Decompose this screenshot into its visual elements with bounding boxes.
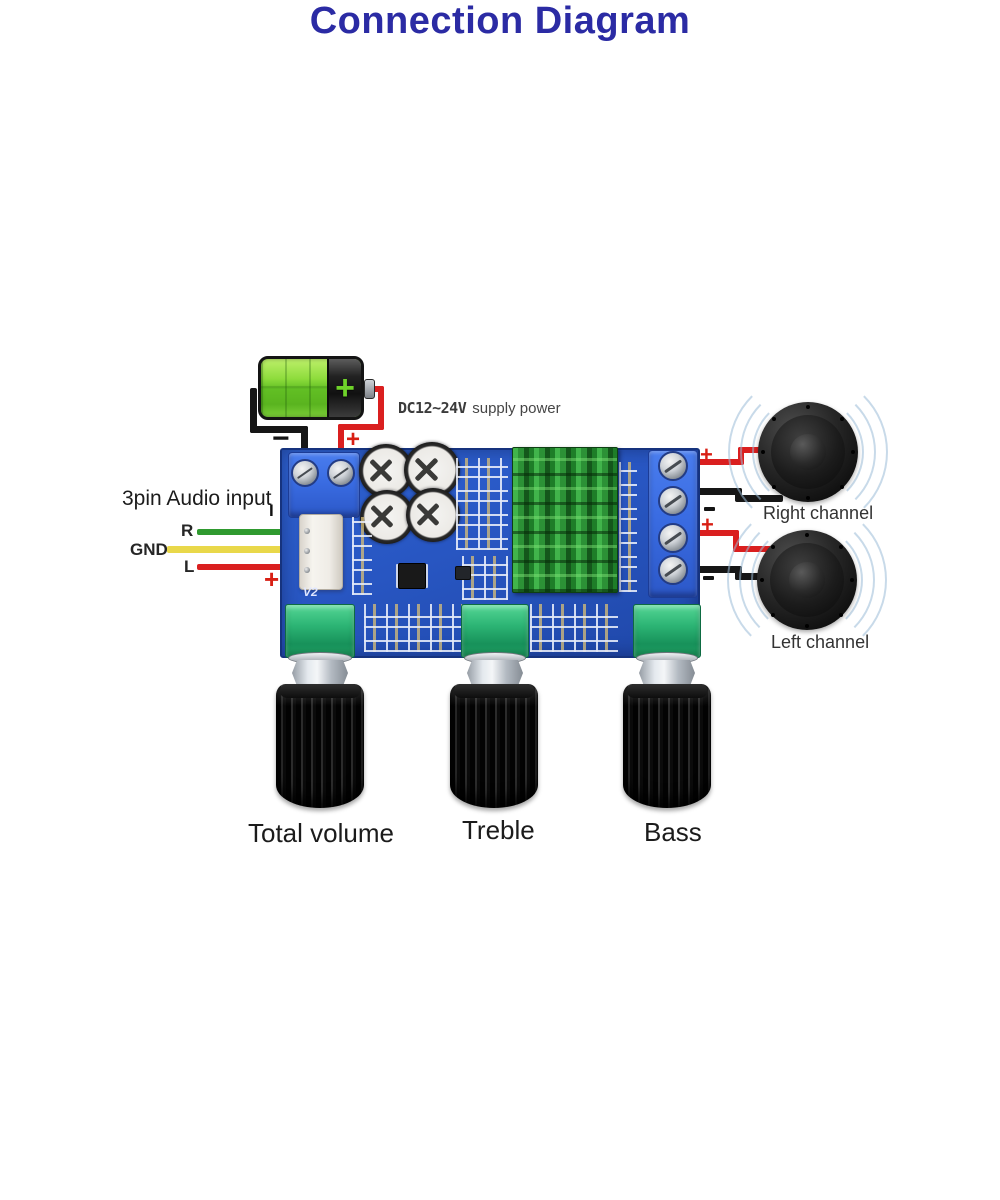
audio-input-top-mark: I [269,501,274,520]
bass-pot-body [633,604,701,658]
pin-label-r: R [181,521,194,540]
board-version-silkscreen: V2 [303,585,318,599]
battery-icon: + [258,356,364,420]
supply-power-label: DC12~24V supply power [398,399,561,417]
battery-negative-wire-drop [301,426,308,460]
battery-cap: + [327,359,361,417]
battery-positive-wire-drop [338,424,344,457]
sound-wave-icon [728,372,888,532]
supply-text: supply power [472,400,561,417]
volume-pot-body [285,604,355,658]
smd-cluster-left [352,517,372,595]
treble-knob-label: Treble [462,815,535,845]
heatsink [512,447,618,593]
pin-label-l: L [184,557,195,576]
treble-pot-body [461,604,529,658]
battery-negative-wire-horizontal [250,426,308,433]
audio-input-connector [299,514,343,590]
audio-input-label: 3pin Audio input [122,487,272,510]
speaker-terminal-screw-2 [658,486,688,516]
bass-knob [623,684,711,808]
bass-knob-label: Bass [644,817,702,847]
speaker-terminal-screw-3 [658,523,688,553]
right-positive-wire-h1 [694,459,744,465]
smd-cluster-center [456,458,508,550]
connector-pin-l [304,567,310,573]
page-title: Connection Diagram [309,0,691,42]
sound-wave-icon [727,500,887,660]
battery-terminal-nub [364,379,375,399]
audio-wire-right [197,529,307,535]
battery-positive-wire-horizontal [338,424,384,430]
ic-chip-small [455,566,471,580]
capacitor-4 [406,488,460,542]
pin-label-gnd: GND [130,540,168,559]
audio-input-plus-mark: + [264,564,280,594]
treble-knob [450,684,538,808]
audio-wire-ground [167,546,307,553]
power-terminal-screw-negative [291,459,319,487]
battery-cap-plus-icon: + [335,369,355,407]
smd-cluster-right [619,462,637,592]
ic-chip [398,563,426,589]
supply-voltage: DC12~24V [398,399,467,417]
connector-pin-gnd [304,548,310,554]
right-channel-minus-mark [704,507,715,511]
left-channel-label: Left channel [771,632,870,652]
power-terminal-screw-positive [327,459,355,487]
battery-cell-grid [261,359,327,417]
battery-minus-mark: − [272,422,290,455]
left-negative-wire-h1 [694,566,742,573]
audio-wire-left [197,564,307,570]
battery-positive-wire-vertical [378,386,384,430]
smd-cluster-bottom-2 [530,604,618,652]
left-speaker-dome [789,562,825,598]
right-negative-wire-h1 [694,488,742,495]
speaker-terminal-screw-1 [658,451,688,481]
battery-negative-wire-vertical [250,388,257,433]
battery-plus-mark: + [346,426,361,453]
left-positive-wire-h1 [694,530,739,536]
volume-pot-nut [292,660,348,686]
speaker-terminal-screw-4 [658,555,688,585]
smd-cluster-bottom-1 [364,604,462,652]
right-negative-wire-v [735,488,742,501]
right-speaker-dome [790,434,826,470]
left-channel-minus-mark [703,576,714,580]
treble-pot-nut [467,660,523,686]
volume-knob [276,684,364,808]
volume-knob-label: Total volume [248,818,394,848]
bass-pot-nut [639,660,695,686]
connector-pin-r [304,528,310,534]
